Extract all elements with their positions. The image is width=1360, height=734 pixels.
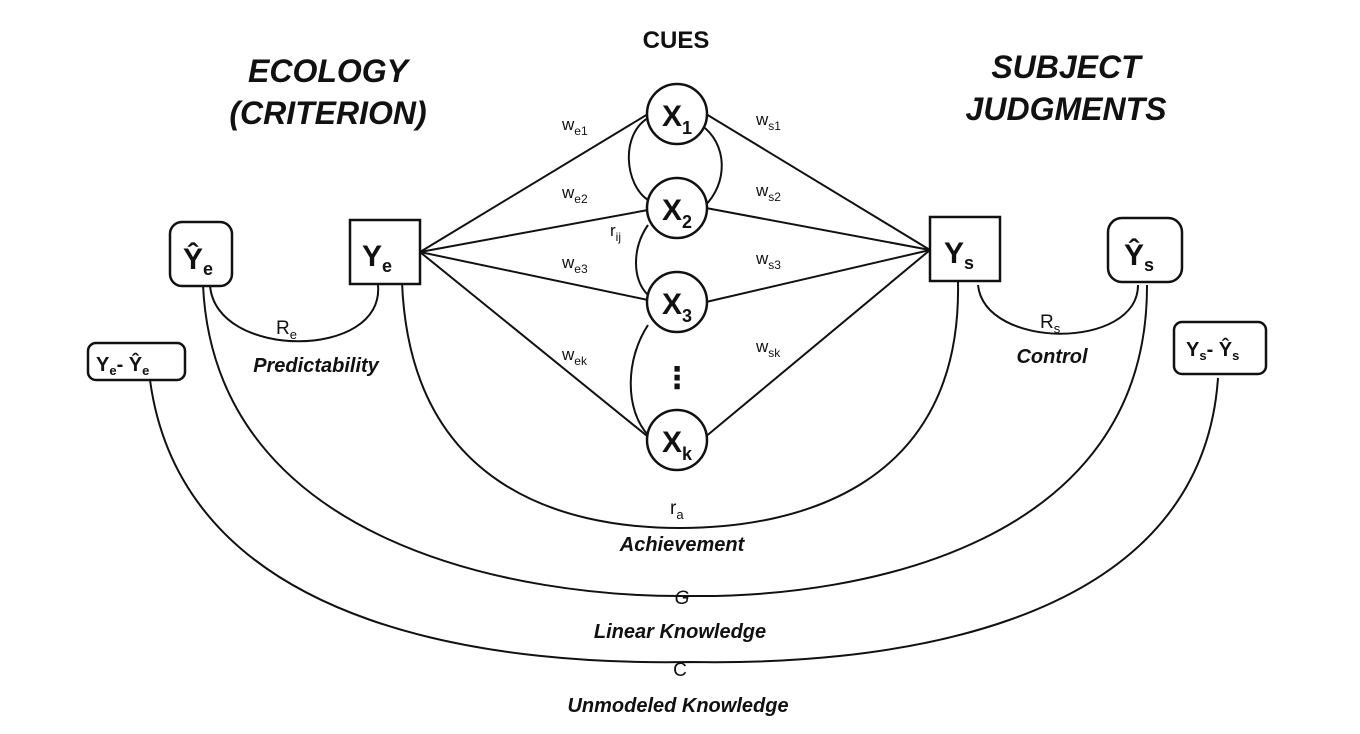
- weight-ws1: ws1: [755, 110, 781, 133]
- line-ye-xk: [419, 251, 653, 441]
- stat-rs: Rs: [1040, 312, 1061, 336]
- node-ye-residual: Ye- Ŷe: [86, 341, 187, 382]
- weight-ws3: ws3: [755, 249, 781, 272]
- cue-x3: X3: [645, 270, 709, 334]
- svg-text:X2: X2: [662, 194, 692, 232]
- node-ys: Ys: [928, 215, 1002, 283]
- svg-text:Ye- Ŷe: Ye- Ŷe: [96, 352, 149, 378]
- label-predictability: Predictability: [253, 355, 379, 377]
- weight-we1: we1: [561, 115, 588, 138]
- cue-x2: X2: [645, 176, 709, 240]
- line-ye-x3: [419, 251, 649, 301]
- svg-text:Ŷe: Ŷe: [183, 242, 213, 279]
- line-x2-ys: [705, 207, 931, 251]
- weight-we2: we2: [561, 183, 588, 206]
- stat-ra: ra: [670, 498, 684, 522]
- node-ye-hat: Ŷe: [168, 220, 234, 288]
- arc-predictability: [209, 284, 380, 343]
- arc-g-linear-knowledge: [202, 284, 1149, 598]
- stat-re: Re: [276, 318, 297, 342]
- svg-text:Xk: Xk: [662, 426, 693, 464]
- header-criterion: (CRITERION): [229, 95, 426, 131]
- svg-text:X3: X3: [662, 288, 692, 326]
- stat-c: C: [673, 660, 687, 681]
- weight-wek: wek: [561, 345, 588, 368]
- header-ecology: ECOLOGY: [248, 53, 411, 89]
- arc-control: [977, 284, 1139, 335]
- cue-xk: Xk: [645, 408, 709, 472]
- line-ye-x2: [419, 209, 649, 253]
- weight-we3: we3: [561, 253, 588, 276]
- cue-correlation-label: rij: [610, 221, 621, 244]
- line-ye-x1: [419, 113, 649, 253]
- svg-text:X1: X1: [662, 100, 692, 138]
- header-cues: CUES: [643, 27, 710, 54]
- label-linear-knowledge: Linear Knowledge: [594, 621, 766, 643]
- header-subject: SUBJECT: [991, 49, 1143, 85]
- label-control: Control: [1016, 346, 1088, 368]
- node-ys-hat: Ŷs: [1106, 216, 1184, 284]
- cue-ellipsis: ⋮: [662, 362, 692, 395]
- cue-correlation-arc-left: [627, 117, 649, 201]
- cue-x1: X1: [645, 82, 709, 146]
- svg-text:Ys- Ŷs: Ys- Ŷs: [1186, 337, 1239, 363]
- line-x1-ys: [705, 113, 931, 251]
- node-ye: Ye: [348, 218, 422, 286]
- cue-correlation-arc-lower: [629, 324, 649, 436]
- header-judgments: JUDGMENTS: [966, 91, 1168, 127]
- svg-text:Ye: Ye: [362, 240, 392, 276]
- arc-c-unmodeled-knowledge: [149, 377, 1219, 664]
- arc-achievement: [401, 281, 960, 530]
- line-xk-ys: [703, 249, 931, 439]
- line-x3-ys: [705, 249, 931, 303]
- node-ys-residual: Ys- Ŷs: [1172, 320, 1268, 376]
- weight-ws2: ws2: [755, 181, 781, 204]
- label-achievement: Achievement: [619, 534, 746, 556]
- label-unmodeled-knowledge: Unmodeled Knowledge: [567, 695, 788, 717]
- cue-correlation-arc-mid: [635, 224, 649, 296]
- weight-wsk: wsk: [755, 337, 781, 360]
- svg-text:Ys: Ys: [944, 237, 974, 273]
- stat-g: G: [675, 588, 690, 609]
- svg-text:Ŷs: Ŷs: [1124, 238, 1154, 275]
